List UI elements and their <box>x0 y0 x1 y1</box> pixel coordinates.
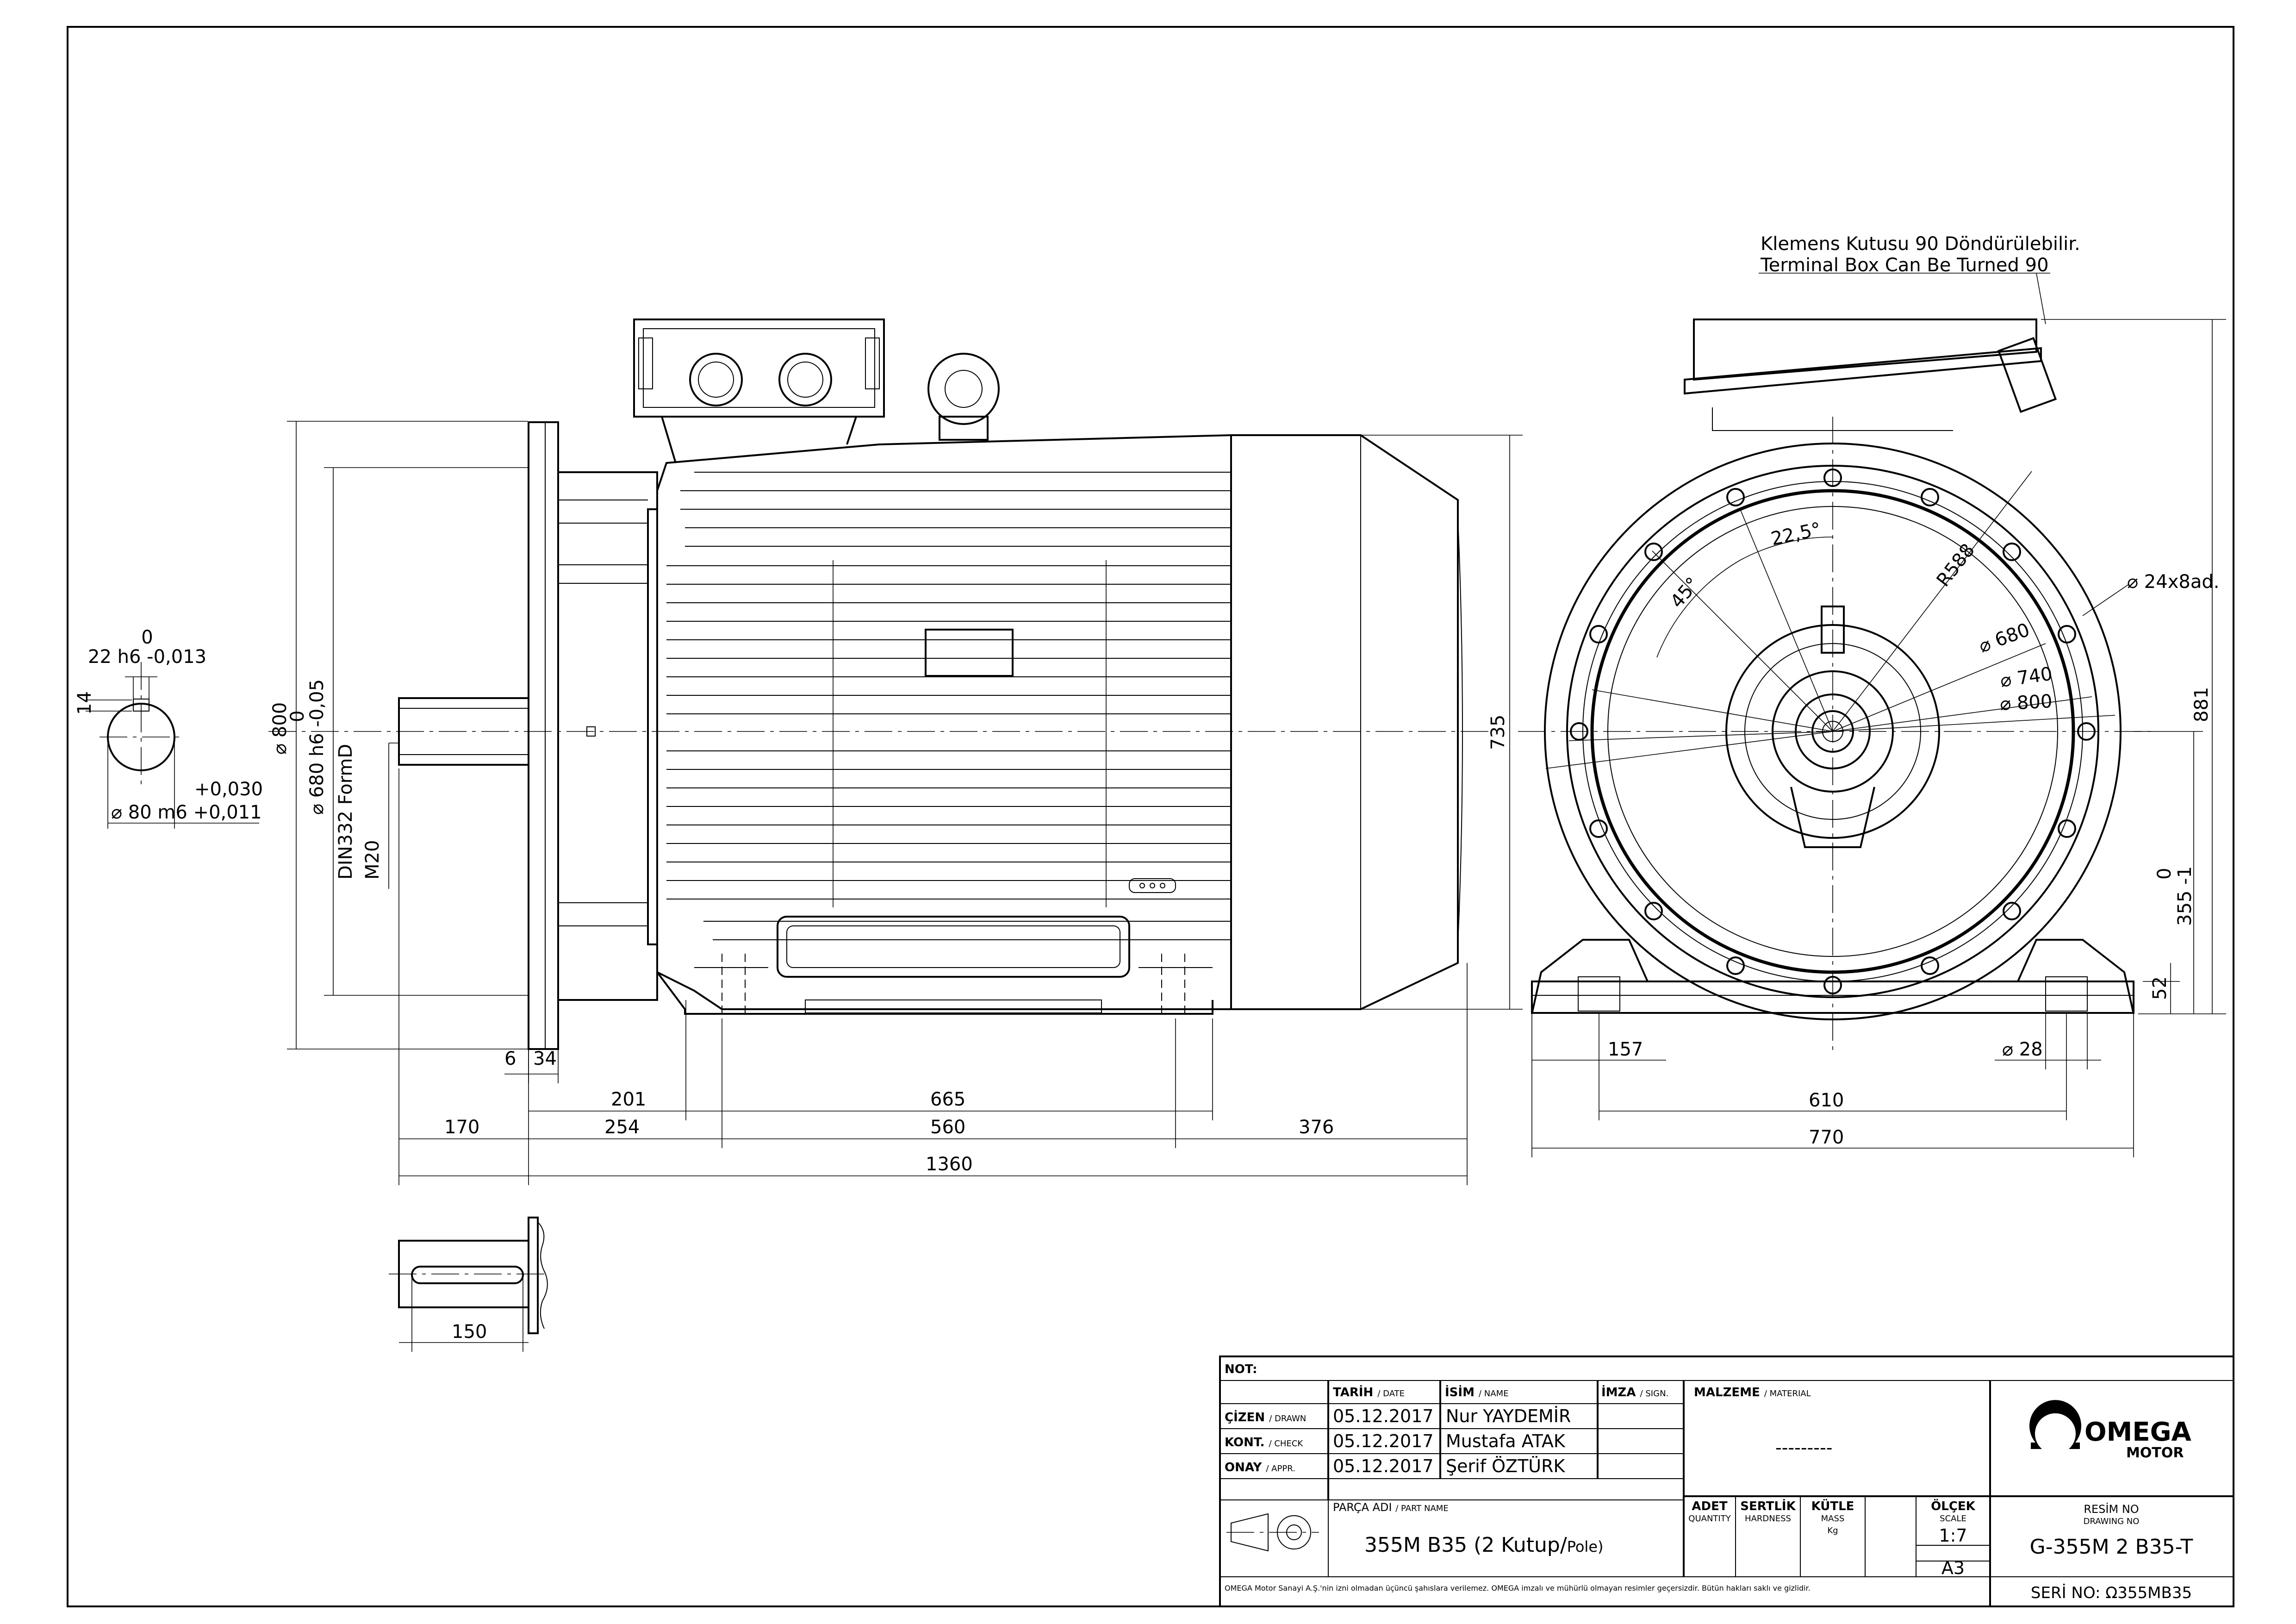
check-date: 05.12.2017 <box>1333 1431 1434 1451</box>
shaft-h-dim: 355 -1 <box>2174 866 2196 926</box>
drawing-no-header: RESİM NO <box>2084 1502 2139 1516</box>
dim-150: 150 <box>452 1321 487 1343</box>
logo-word: OMEGA <box>2084 1417 2192 1447</box>
name-header: İSİM / NAME <box>1445 1385 1508 1399</box>
projection-symbol-icon <box>1226 1513 1319 1552</box>
foot-h-dim: 52 <box>2149 976 2171 1000</box>
radius-r588: R588 <box>1933 540 1979 591</box>
dim-610: 610 <box>1809 1090 1844 1111</box>
scale-header-en: SCALE <box>1940 1514 1966 1524</box>
material-value: --------- <box>1775 1437 1832 1458</box>
omega-logo <box>2029 1400 2081 1449</box>
drawn-role: ÇİZEN / DRAWN <box>1225 1410 1306 1424</box>
key-width-dim: 22 h6 -0,013 <box>88 646 206 668</box>
key-depth-dim: 14 <box>74 691 95 715</box>
height-881-dim: 881 <box>2191 687 2212 722</box>
side-view-dimensions <box>287 421 1523 1185</box>
sign-header: İMZA / SIGN. <box>1601 1385 1668 1399</box>
scale-value: 1:7 <box>1939 1525 1967 1546</box>
spigot-tol-upper: 0 <box>287 711 308 722</box>
footer-note: OMEGA Motor Sanayi A.Ş.'nin izni olmadan… <box>1225 1584 1811 1593</box>
mass-unit: Kg <box>1827 1526 1838 1536</box>
flange-34-dim: 34 <box>533 1048 557 1069</box>
date-header: TARİH / DATE <box>1333 1385 1405 1399</box>
serial-no: SERİ NO: Ω355MB35 <box>2031 1584 2192 1602</box>
hardness-header: SERTLİK <box>1740 1499 1796 1513</box>
drawing-no-header-en: DRAWING NO <box>2084 1517 2140 1526</box>
shaft-tol-upper: +0,030 <box>194 779 263 800</box>
pcd-680-dim: ⌀ 680 <box>1976 619 2033 657</box>
hardness-header-en: HARDNESS <box>1745 1514 1791 1524</box>
shaft-dia-dim: ⌀ 80 m6 +0,011 <box>111 802 262 823</box>
shaft-section-view <box>86 662 259 829</box>
dim-254: 254 <box>604 1117 640 1138</box>
angle-22-dim: 22,5° <box>1769 518 1823 550</box>
dim-170: 170 <box>444 1117 479 1138</box>
flange-6-dim: 6 <box>504 1048 516 1069</box>
shaft-h-tol: 0 <box>2154 868 2175 880</box>
cooling-fins <box>666 472 1231 940</box>
approve-role: ONAY / APPR. <box>1225 1461 1295 1474</box>
qty-header: ADET <box>1692 1499 1727 1513</box>
mass-header: KÜTLE <box>1811 1498 1854 1513</box>
dim-201: 201 <box>611 1089 646 1110</box>
spigot-dia-dim: ⌀ 680 h6 -0,05 <box>306 679 328 815</box>
material-header: MALZEME / MATERIAL <box>1694 1386 1811 1399</box>
motor-end-view <box>1518 273 2157 1051</box>
angle-45-dim: 45° <box>1666 574 1704 612</box>
terminal-box-note-en: Terminal Box Can Be Turned 90 <box>1760 255 2049 276</box>
dim-1360: 1360 <box>926 1154 973 1175</box>
flange-bolt-holes <box>1570 468 2096 994</box>
shaft-key-detail <box>389 1217 548 1352</box>
motor-side-view <box>268 319 1490 1050</box>
dim-560: 560 <box>930 1117 965 1138</box>
title-block <box>1219 1355 2234 1607</box>
approve-name: Şerif ÖZTÜRK <box>1446 1456 1566 1476</box>
end-view-dimensions <box>1531 319 2226 1157</box>
part-name-header: PARÇA ADI / PART NAME <box>1333 1501 1449 1514</box>
not-label: NOT: <box>1225 1362 1257 1376</box>
thread-dim: M20 <box>362 840 383 880</box>
drawing-frame <box>67 26 2234 1607</box>
height-735-dim: 735 <box>1487 715 1509 750</box>
mass-header-en: MASS <box>1821 1514 1845 1524</box>
foot-hole-dim: ⌀ 28 <box>2002 1039 2043 1060</box>
key-tol-upper: 0 <box>141 627 153 648</box>
dim-376: 376 <box>1299 1117 1334 1138</box>
check-name: Mustafa ATAK <box>1446 1431 1566 1451</box>
terminal-box-note-tr: Klemens Kutusu 90 Döndürülebilir. <box>1761 233 2080 255</box>
din-center-hole: DIN332 FormD <box>335 744 356 880</box>
holes-dim: ⌀ 24x8ad. <box>2127 571 2219 593</box>
check-role: KONT. / CHECK <box>1225 1436 1303 1449</box>
part-name: 355M B35 (2 Kutup/Pole) <box>1364 1533 1603 1557</box>
pcd-740-dim: ⌀ 740 <box>1999 663 2053 692</box>
flange-dia-dim: ⌀ 800 <box>269 702 291 755</box>
drawn-name: Nur YAYDEMİR <box>1446 1406 1571 1426</box>
approve-date: 05.12.2017 <box>1333 1456 1434 1476</box>
sheet-size: A3 <box>1941 1558 1965 1578</box>
dim-770: 770 <box>1809 1127 1844 1148</box>
qty-header-en: QUANTITY <box>1688 1514 1731 1524</box>
pcd-800-dim: ⌀ 800 <box>1999 691 2053 715</box>
drawn-date: 05.12.2017 <box>1333 1406 1434 1426</box>
dim-665: 665 <box>930 1089 965 1110</box>
scale-header: ÖLÇEK <box>1931 1498 1976 1513</box>
logo-sub: MOTOR <box>2126 1445 2184 1461</box>
drawing-no: G-355M 2 B35-T <box>2030 1535 2193 1559</box>
dim-157: 157 <box>1608 1039 1643 1060</box>
